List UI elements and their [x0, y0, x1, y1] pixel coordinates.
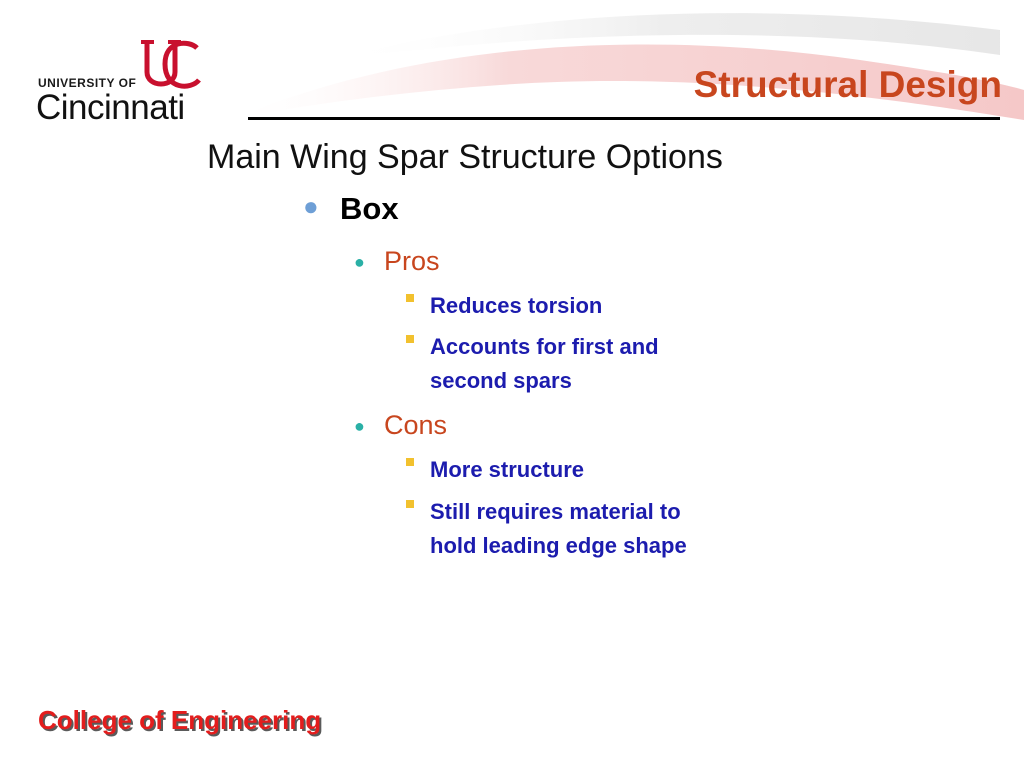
pros-label: Pros: [384, 246, 440, 276]
square-bullet-icon: [406, 458, 414, 466]
uc-monogram-icon: [141, 40, 201, 89]
logo-cincinnati: Cincinnati: [36, 88, 185, 127]
background-swoosh: [230, 13, 1024, 120]
square-bullet-icon: [406, 335, 414, 343]
round-bullet-icon: ●: [303, 191, 319, 221]
logo-university-of: UNIVERSITY OF: [38, 76, 137, 90]
cons-item: Still requires material to hold leading …: [430, 499, 687, 558]
cons-label: Cons: [384, 410, 448, 440]
footer-college: College of Engineering: [38, 705, 322, 735]
slide-title: Structural Design: [693, 64, 1002, 105]
pros-item: Accounts for first and second spars: [430, 334, 659, 393]
slide-heading: Main Wing Spar Structure Options: [207, 138, 723, 176]
round-bullet-icon: ●: [354, 416, 365, 436]
pros-item: Reduces torsion: [430, 293, 603, 318]
cons-item: More structure: [430, 457, 585, 482]
title-divider: [248, 117, 1000, 120]
square-bullet-icon: [406, 500, 414, 508]
university-logo: UNIVERSITY OF Cincinnati: [36, 38, 226, 128]
outline-item-label: Box: [340, 191, 399, 226]
square-bullet-icon: [406, 294, 414, 302]
round-bullet-icon: ●: [354, 252, 365, 272]
